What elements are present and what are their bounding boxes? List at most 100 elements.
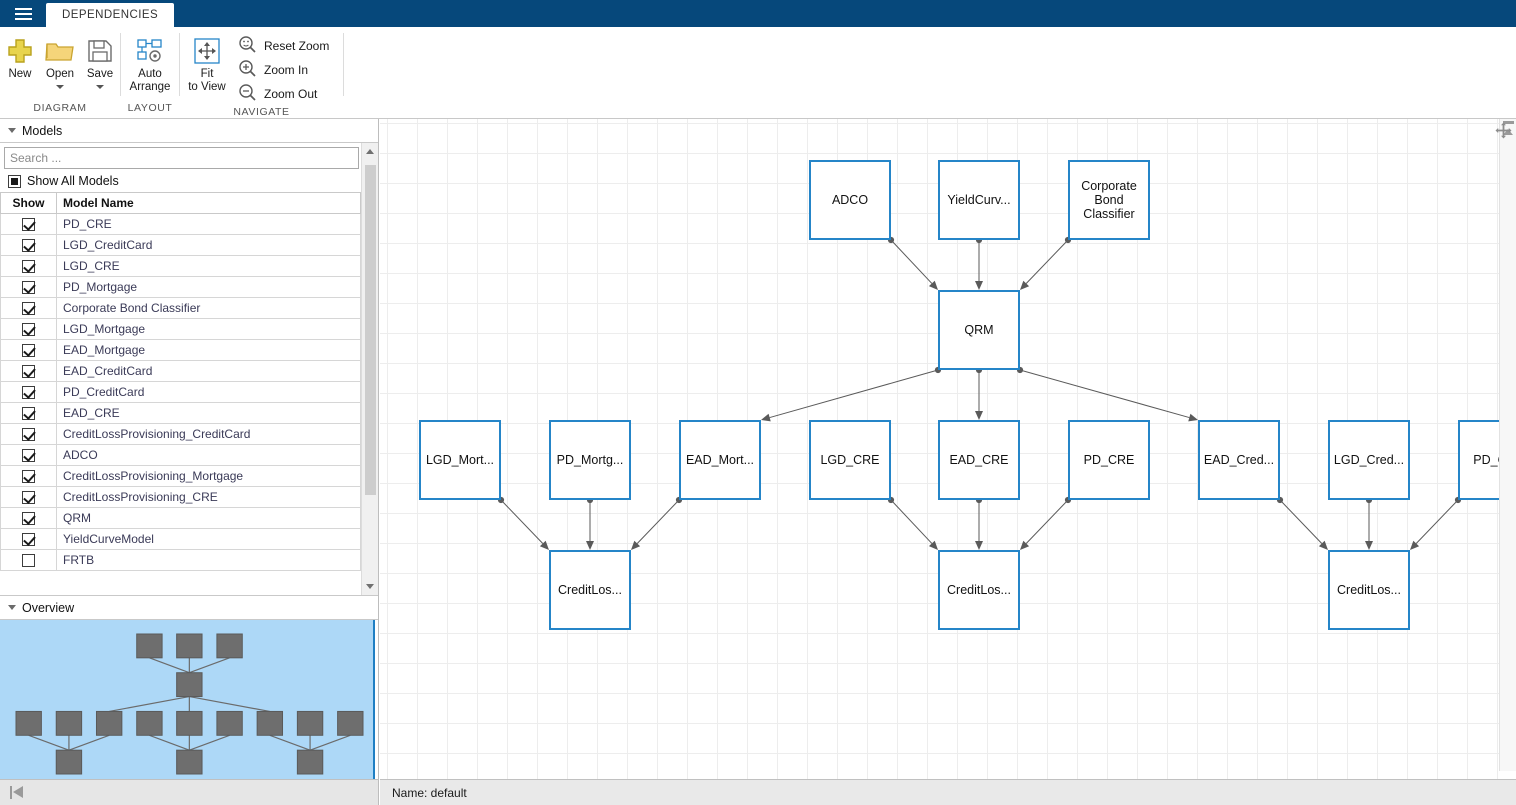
diagram-node-lgd_cc[interactable]: LGD_Cred... [1328,420,1410,500]
row-show-checkbox-cell[interactable] [0,360,57,382]
diagram-node-pd_cre[interactable]: PD_CRE [1068,420,1150,500]
row-show-checkbox[interactable] [22,239,35,253]
table-row[interactable]: CreditLossProvisioning_CRE [0,486,361,508]
row-show-checkbox[interactable] [22,554,35,568]
row-show-checkbox[interactable] [22,407,35,421]
diagram-canvas[interactable]: ADCO YieldCurv... Corporate Bond Classifie… [380,119,1516,788]
diagram-node-clp_cre[interactable]: CreditLos... [938,550,1020,630]
zoom-in-button[interactable]: Zoom In [234,58,337,82]
row-show-checkbox-cell[interactable] [0,381,57,403]
table-row[interactable]: ADCO [0,444,361,466]
table-row[interactable]: FRTB [0,549,361,571]
row-show-checkbox-cell[interactable] [0,528,57,550]
diagram-node-qrm[interactable]: QRM [938,290,1020,370]
diagram-node-ead_mort[interactable]: EAD_Mort... [679,420,761,500]
pan-tool-icon[interactable] [1495,122,1512,139]
table-row[interactable]: PD_Mortgage [0,276,361,298]
hamburger-menu-icon[interactable] [0,0,46,27]
open-dropdown-chevron-down-icon[interactable] [56,84,64,89]
go-to-start-icon[interactable] [10,786,24,799]
diagram-node-pd_mort[interactable]: PD_Mortg... [549,420,631,500]
overview-viewport-edge[interactable] [373,620,375,779]
scroll-down-arrow-icon[interactable] [362,578,379,595]
models-scrollbar-thumb[interactable] [365,165,376,495]
open-button[interactable]: Open [40,32,80,91]
overview-edge [68,734,110,751]
search-input[interactable]: Search ... [4,147,359,169]
overview-thumbnail[interactable] [0,619,378,779]
row-show-checkbox-cell[interactable] [0,549,57,571]
save-dropdown-chevron-down-icon[interactable] [96,84,104,89]
models-vertical-scrollbar[interactable] [361,143,378,595]
table-row[interactable]: EAD_CRE [0,402,361,424]
diagram-node-clp_mort[interactable]: CreditLos... [549,550,631,630]
models-panel-header[interactable]: Models [0,119,378,142]
table-row[interactable]: EAD_Mortgage [0,339,361,361]
show-all-models-checkbox[interactable] [8,174,21,188]
overview-panel-header[interactable]: Overview [0,596,378,619]
table-row[interactable]: PD_CRE [0,213,361,235]
collapse-models-chevron-down-icon[interactable] [8,128,16,133]
fit-to-view-button[interactable]: Fit to View [180,32,234,95]
reset-zoom-button[interactable]: Reset Zoom [234,34,337,58]
row-show-checkbox[interactable] [22,512,35,526]
diagram-node-clp_cc[interactable]: CreditLos... [1328,550,1410,630]
row-show-checkbox-cell[interactable] [0,276,57,298]
row-show-checkbox-cell[interactable] [0,507,57,529]
diagram-node-lgd_mort[interactable]: LGD_Mort... [419,420,501,500]
table-row[interactable]: CreditLossProvisioning_Mortgage [0,465,361,487]
save-button[interactable]: Save [80,32,120,91]
collapse-overview-chevron-down-icon[interactable] [8,605,16,610]
row-show-checkbox[interactable] [22,344,35,358]
row-show-checkbox[interactable] [22,302,35,316]
table-row[interactable]: LGD_CRE [0,255,361,277]
row-show-checkbox-cell[interactable] [0,486,57,508]
row-show-checkbox[interactable] [22,449,35,463]
table-row[interactable]: LGD_CreditCard [0,234,361,256]
auto-arrange-button[interactable]: Auto Arrange [124,32,177,95]
row-show-checkbox-cell[interactable] [0,318,57,340]
table-row[interactable]: QRM [0,507,361,529]
diagram-node-ead_cc[interactable]: EAD_Cred... [1198,420,1280,500]
column-header-model-name: Model Name [56,192,361,214]
table-row[interactable]: EAD_CreditCard [0,360,361,382]
row-show-checkbox-cell[interactable] [0,465,57,487]
show-all-models-row[interactable]: Show All Models [0,172,361,192]
diagram-node-lgd_cre[interactable]: LGD_CRE [809,420,891,500]
row-show-checkbox[interactable] [22,323,35,337]
canvas-top-strip [380,103,1516,119]
table-row[interactable]: LGD_Mortgage [0,318,361,340]
scroll-up-arrow-icon[interactable] [362,143,379,160]
table-row[interactable]: PD_CreditCard [0,381,361,403]
table-row[interactable]: YieldCurveModel [0,528,361,550]
diagram-node-yield[interactable]: YieldCurv... [938,160,1020,240]
row-show-checkbox[interactable] [22,428,35,442]
tab-dependencies[interactable]: DEPENDENCIES [46,3,175,27]
diagram-node-ead_cre[interactable]: EAD_CRE [938,420,1020,500]
row-show-checkbox-cell[interactable] [0,255,57,277]
row-show-checkbox[interactable] [22,470,35,484]
row-show-checkbox-cell[interactable] [0,234,57,256]
row-show-checkbox[interactable] [22,281,35,295]
row-show-checkbox[interactable] [22,260,35,274]
row-show-checkbox[interactable] [22,533,35,547]
canvas-scroll-up-arrow-icon[interactable] [1500,125,1516,139]
new-button[interactable]: New [0,32,40,83]
row-show-checkbox-cell[interactable] [0,402,57,424]
row-show-checkbox-cell[interactable] [0,339,57,361]
row-show-checkbox-cell[interactable] [0,297,57,319]
table-row[interactable]: CreditLossProvisioning_CreditCard [0,423,361,445]
row-show-checkbox[interactable] [22,386,35,400]
row-show-checkbox[interactable] [22,365,35,379]
row-show-checkbox-cell[interactable] [0,444,57,466]
row-show-checkbox-cell[interactable] [0,423,57,445]
table-row[interactable]: Corporate Bond Classifier [0,297,361,319]
canvas-vertical-scrollbar[interactable] [1499,119,1516,771]
row-show-checkbox-cell[interactable] [0,213,57,235]
row-show-checkbox[interactable] [22,218,35,232]
diagram-node-adco[interactable]: ADCO [809,160,891,240]
diagram-node-corpbond[interactable]: Corporate Bond Classifier [1068,160,1150,240]
row-show-checkbox[interactable] [22,491,35,505]
diagram-edge-arrowhead [975,541,983,550]
zoom-out-button[interactable]: Zoom Out [234,82,337,106]
